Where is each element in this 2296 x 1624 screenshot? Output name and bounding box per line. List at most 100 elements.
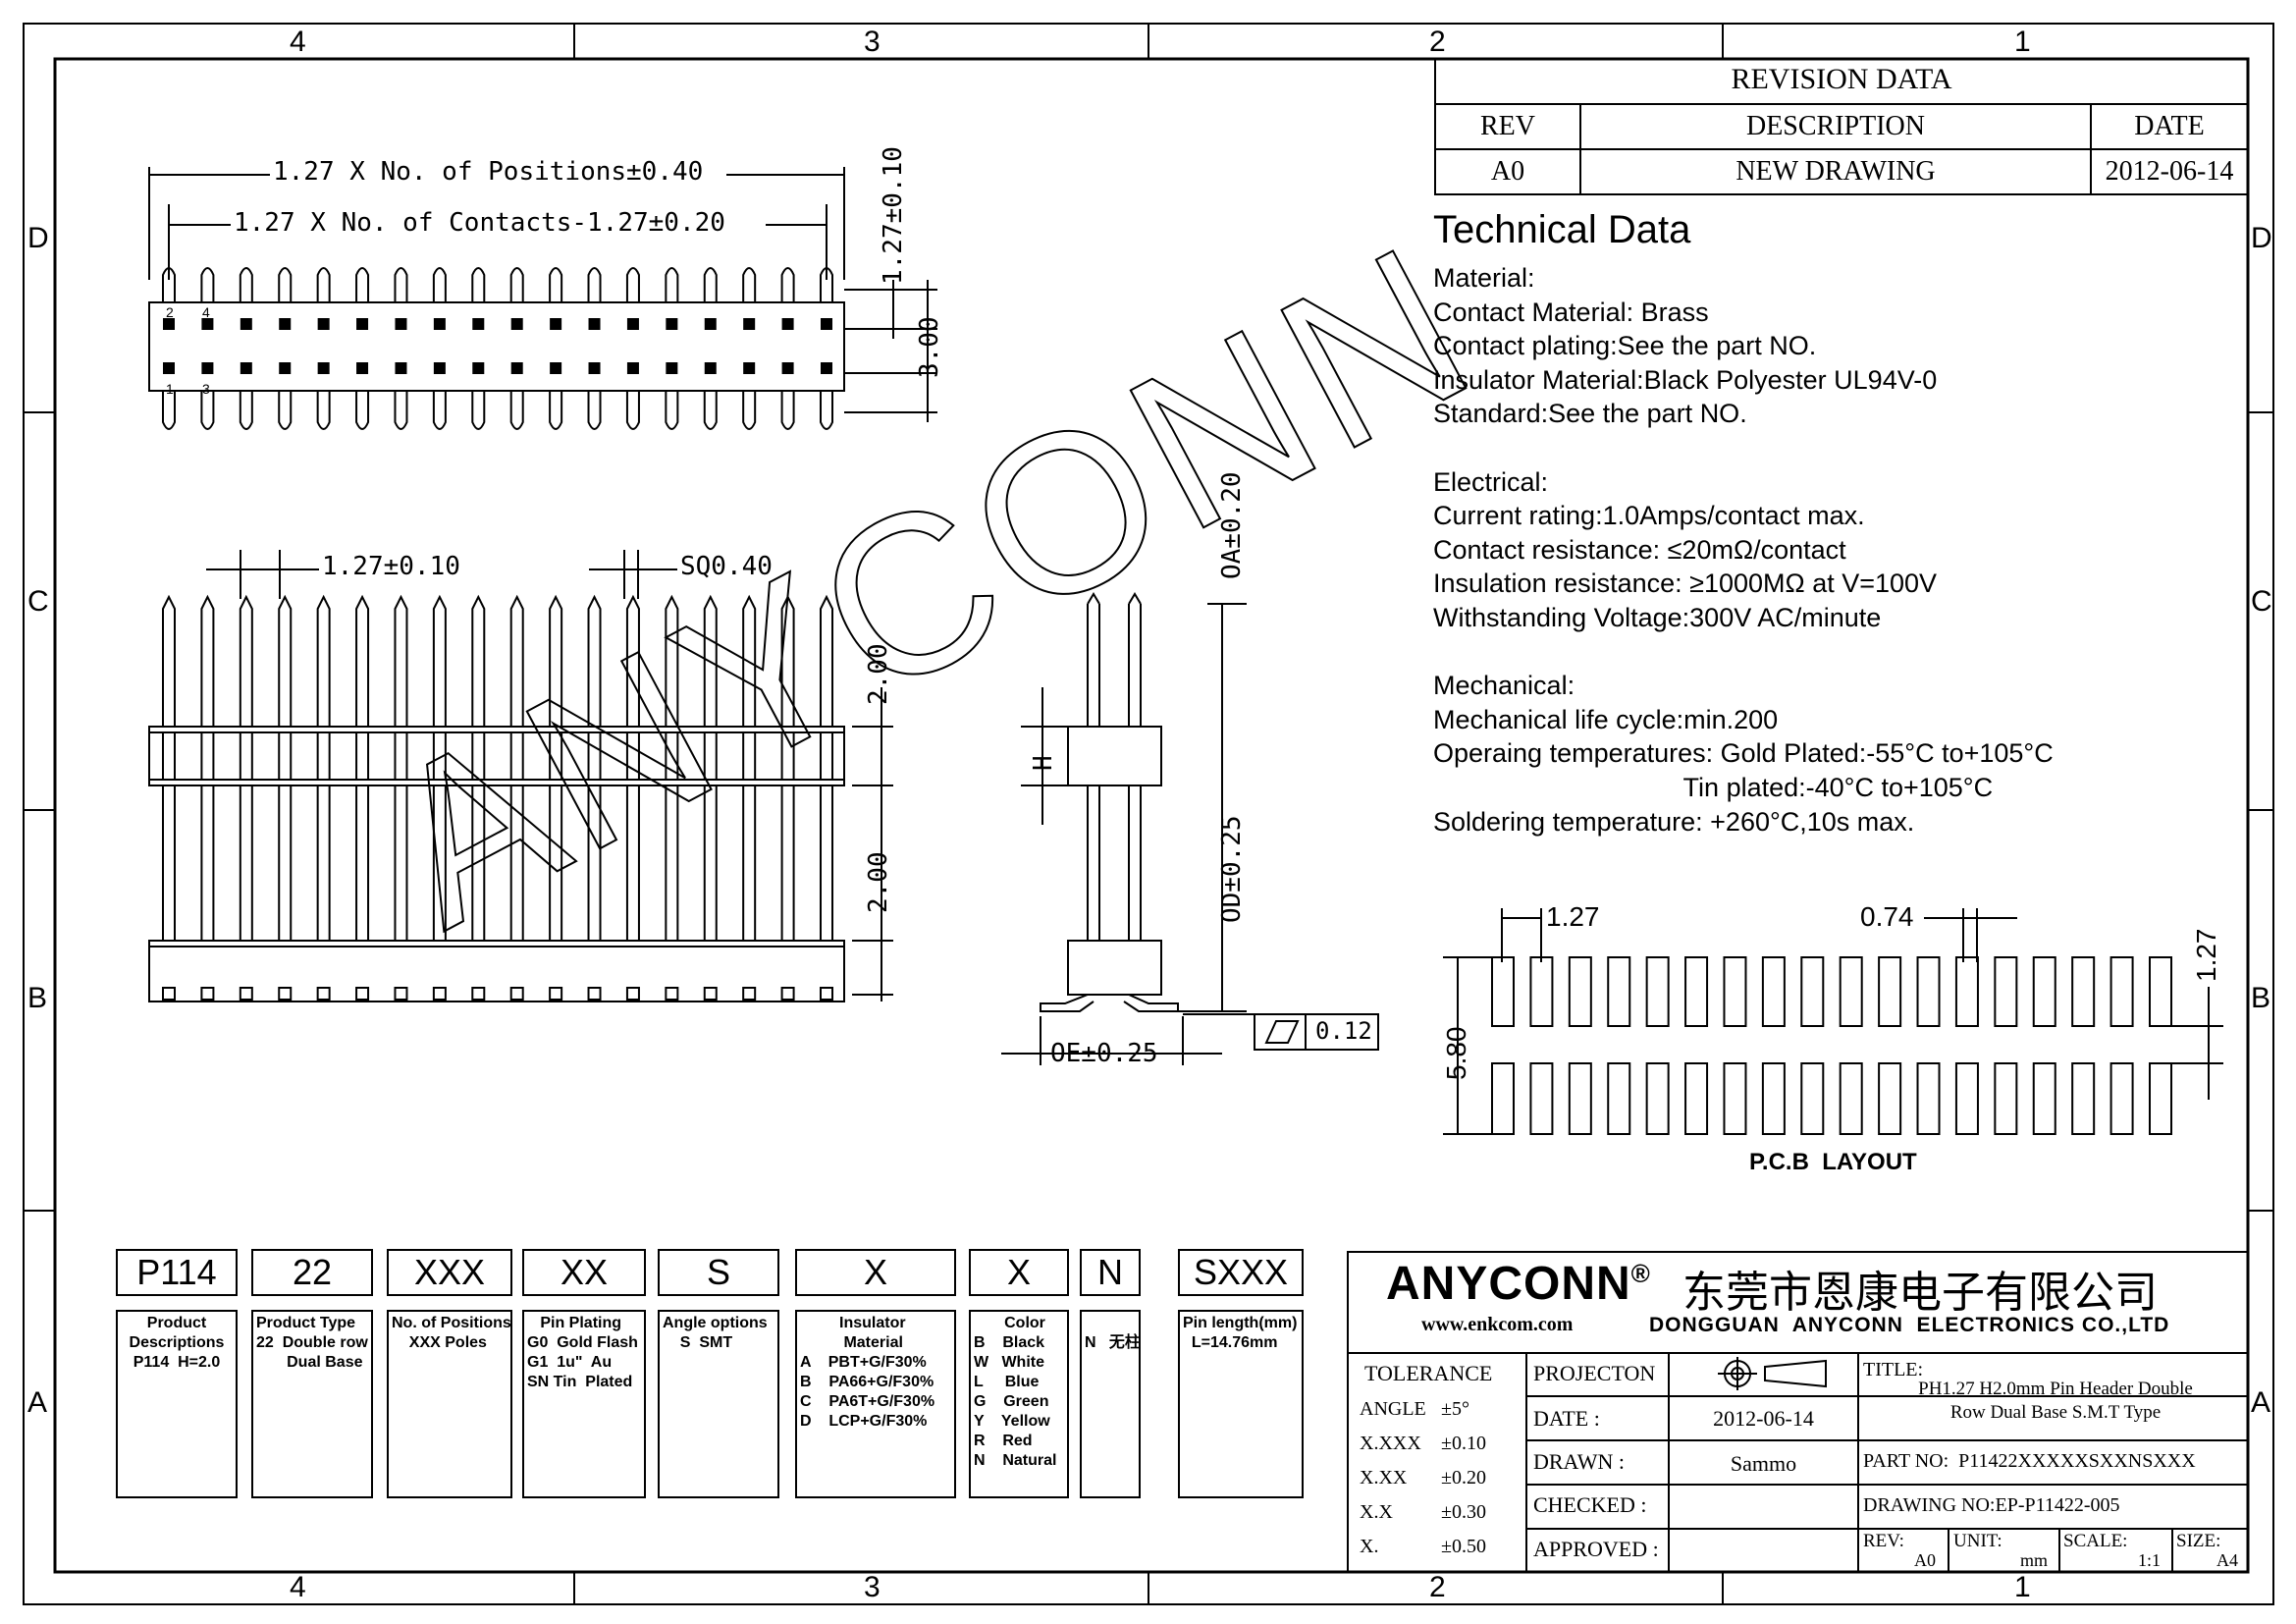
dim-pitch: 1.27±0.10 (322, 552, 460, 581)
top-pin (162, 391, 176, 430)
pcb-pad-width: 0.74 (1860, 901, 1914, 932)
brand-text: ANYCONN (1386, 1258, 1631, 1310)
pcb-pad (1491, 1062, 1515, 1135)
zone-col-2-bottom: 2 (1429, 1571, 1446, 1603)
top-pin (355, 267, 370, 302)
rev-value: A0 (1914, 1550, 1936, 1570)
tolerance-key: X.XXX (1360, 1433, 1421, 1454)
front-foot (820, 987, 833, 1001)
technical-line: Withstanding Voltage:300V AC/minute (1433, 602, 1882, 632)
pcb-pad (1994, 1062, 2018, 1135)
unit-label: UNIT: (1953, 1531, 2002, 1551)
tolerance-value: ±0.50 (1441, 1536, 1486, 1557)
pin-square (472, 362, 485, 374)
front-pin (587, 594, 602, 727)
company-chinese: 东莞市恩康电子有限公司 (1682, 1268, 2158, 1318)
front-pin (665, 594, 679, 727)
pcb-pad (2149, 956, 2172, 1027)
top-pin (549, 391, 563, 430)
zone-col-3-top: 3 (864, 26, 881, 58)
front-pin (239, 594, 253, 727)
dim-contacts: 1.27 X No. of Contacts-1.27±0.20 (234, 208, 725, 238)
website: www.enkcom.com (1421, 1314, 1574, 1335)
zone-row-d-right: D (2251, 222, 2272, 254)
part-code-segment: N (1080, 1249, 1141, 1296)
top-pin (471, 391, 486, 430)
dim-square: SQ0.40 (680, 552, 773, 581)
pcb-pad (1878, 1062, 1902, 1135)
top-pin (200, 391, 215, 430)
unit-value: mm (2020, 1550, 2049, 1570)
zone-row-b-left: B (27, 982, 48, 1014)
part-code-segment: SXXX (1178, 1249, 1304, 1296)
front-pin (278, 594, 293, 727)
front-foot (625, 987, 640, 1001)
part-code-description: Angle options S SMT (658, 1310, 779, 1498)
front-foot (549, 987, 563, 1001)
zone-col-4-top: 4 (290, 26, 306, 58)
part-code-segment: 22 (251, 1249, 373, 1296)
revision-rev: A0 (1490, 156, 1525, 187)
pin-square (472, 318, 485, 330)
brand-name: ANYCONN® (1386, 1257, 1651, 1311)
pcb-pad (2149, 1062, 2172, 1135)
revision-header-rev: REV (1480, 111, 1535, 141)
title-line-1: PH1.27 H2.0mm Pin Header Double (1918, 1379, 2193, 1399)
pin-square (781, 362, 794, 374)
pcb-pad (1607, 956, 1631, 1027)
watermark: ANYCONN (347, 195, 1512, 974)
drawn-value: Sammo (1730, 1451, 1797, 1476)
front-pin (625, 594, 640, 727)
tolerance-value: ±0.20 (1441, 1467, 1486, 1489)
registered-mark: ® (1630, 1259, 1651, 1288)
part-code-description: No. of Positions XXX Poles (387, 1310, 512, 1498)
front-foot (394, 987, 408, 1001)
top-pin (509, 267, 524, 302)
pcb-pad (1954, 1062, 1979, 1135)
front-pin (703, 594, 718, 727)
pcb-pad (1878, 956, 1902, 1027)
tolerance-value: ±0.10 (1441, 1433, 1486, 1454)
front-foot (162, 987, 176, 1001)
pcb-pad (2071, 1062, 2096, 1135)
pin-square (588, 362, 601, 374)
pin-square (626, 362, 639, 374)
tolerance-key: X.XX (1360, 1467, 1408, 1489)
drawn-label: DRAWN : (1533, 1449, 1625, 1474)
top-pin (703, 391, 718, 430)
top-pin (665, 267, 679, 302)
pcb-pad (1568, 1062, 1592, 1135)
pcb-pad (1761, 956, 1786, 1027)
dim-oa: OA±0.20 (1217, 471, 1247, 579)
pcb-pad (2032, 956, 2056, 1027)
pin-square (395, 362, 407, 374)
pcb-pitch: 1.27 (1546, 901, 1600, 932)
top-pin (432, 267, 447, 302)
tolerance-key: ANGLE (1360, 1398, 1426, 1420)
top-pin (316, 267, 331, 302)
front-pin (200, 594, 215, 727)
front-pin (509, 594, 524, 727)
top-pin (703, 267, 718, 302)
revision-description: NEW DRAWING (1735, 156, 1936, 187)
pin-square (626, 318, 639, 330)
front-pin (316, 594, 331, 727)
pin-square (279, 362, 292, 374)
pcb-pad (2032, 1062, 2056, 1135)
pin-4-label: 4 (202, 304, 210, 320)
company-english: DONGGUAN ANYCONN ELECTRONICS CO.,LTD (1649, 1314, 2170, 1336)
top-pin (394, 267, 408, 302)
part-code-segment: XX (522, 1249, 646, 1296)
title-label: TITLE: (1863, 1359, 1924, 1380)
scale-value: 1:1 (2138, 1550, 2162, 1570)
dim-flatness: 0.12 (1315, 1017, 1372, 1045)
dim-height-2b: 2.00 (864, 851, 893, 913)
projection-label: PROJECTON (1533, 1361, 1656, 1385)
technical-data: Technical Data Material:Contact Material… (1433, 206, 2054, 839)
technical-line: Contact resistance: ≤20mΩ/contact (1433, 534, 1846, 565)
pin-square (550, 362, 562, 374)
pcb-caption: P.C.B LAYOUT (1749, 1149, 1917, 1175)
top-pin (625, 391, 640, 430)
top-pin (316, 391, 331, 430)
front-foot (200, 987, 215, 1001)
